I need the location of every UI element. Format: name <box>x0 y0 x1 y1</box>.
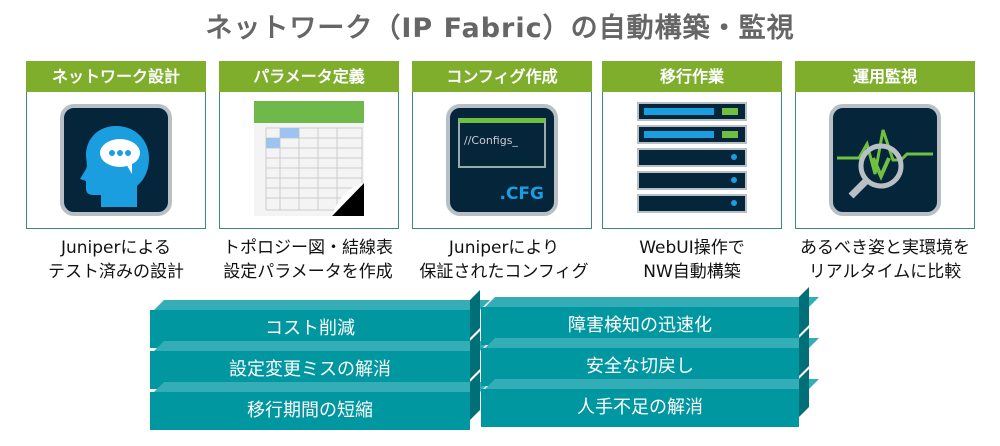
step-header: コンフィグ作成 <box>412 61 592 92</box>
step-caption: Juniperによるテスト済みの設計 <box>48 238 184 282</box>
server-rack-icon <box>636 101 748 220</box>
step-header: パラメータ定義 <box>219 61 399 92</box>
step-caption: Juniperにより保証されたコンフィグ <box>419 238 589 282</box>
step-config-creation: コンフィグ作成 //Configs_ .CFG <box>412 61 592 229</box>
monitor-magnifier-icon <box>829 104 941 216</box>
step-parameter-definition: パラメータ定義 <box>219 61 399 229</box>
config-file-icon: //Configs_ .CFG <box>446 104 558 216</box>
step-network-design: ネットワーク設計 <box>26 61 206 229</box>
step-monitoring: 運用監視 <box>795 61 975 229</box>
step-migration: 移行作業 <box>602 61 782 229</box>
step-header: 移行作業 <box>602 61 782 92</box>
benefit-block: 人手不足の解消 <box>481 389 799 427</box>
step-caption: あるべき姿と実環境をリアルタイムに比較 <box>800 238 970 282</box>
page-title: ネットワーク（IP Fabric）の自動構築・監視 <box>205 13 795 44</box>
spreadsheet-icon <box>254 100 364 220</box>
step-header: 運用監視 <box>795 61 975 92</box>
step-header: ネットワーク設計 <box>26 61 206 92</box>
head-chat-icon <box>60 104 172 216</box>
benefit-block: 移行期間の短縮 <box>150 392 470 430</box>
step-caption: トポロジー図・結線表設定パラメータを作成 <box>223 238 393 282</box>
